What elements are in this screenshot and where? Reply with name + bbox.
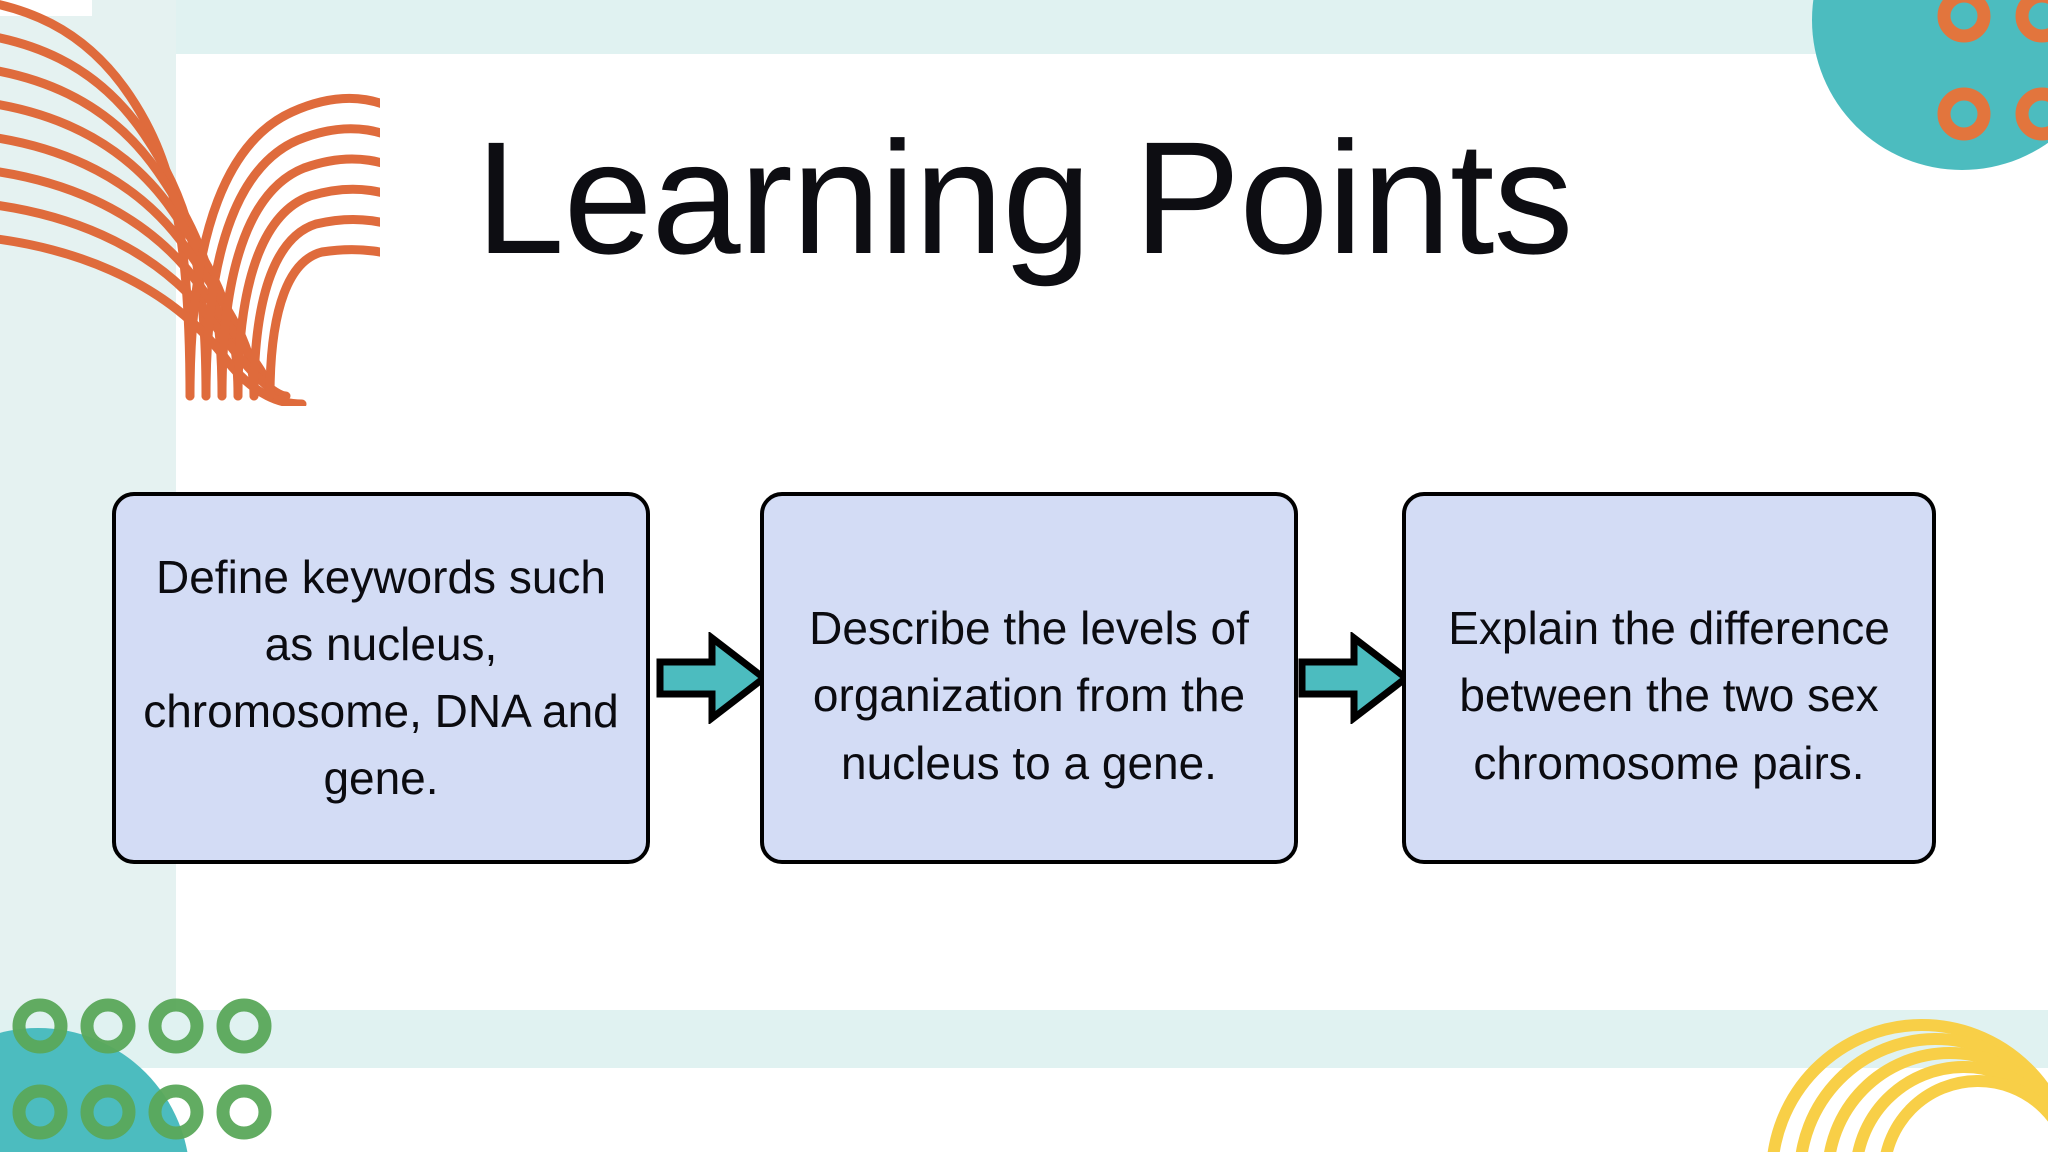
learning-point-box-3[interactable]: Explain the difference between the two s… [1402,492,1936,864]
right-arrow-icon [1298,632,1412,724]
learning-point-box-1[interactable]: Define keywords such as nucleus, chromos… [112,492,650,864]
learning-point-text-2: Describe the levels of organization from… [809,602,1249,789]
learning-point-text-3: Explain the difference between the two s… [1448,602,1890,789]
learning-points-flow: Define keywords such as nucleus, chromos… [112,492,1936,864]
learning-point-box-2[interactable]: Describe the levels of organization from… [760,492,1298,864]
page-title: Learning Points [475,108,1574,287]
learning-point-text-1: Define keywords such as nucleus, chromos… [143,550,619,805]
bottom-accent-band [0,1010,2048,1068]
top-accent-band [0,0,2048,54]
right-arrow-icon [656,632,770,724]
top-left-white-notch [0,0,92,16]
